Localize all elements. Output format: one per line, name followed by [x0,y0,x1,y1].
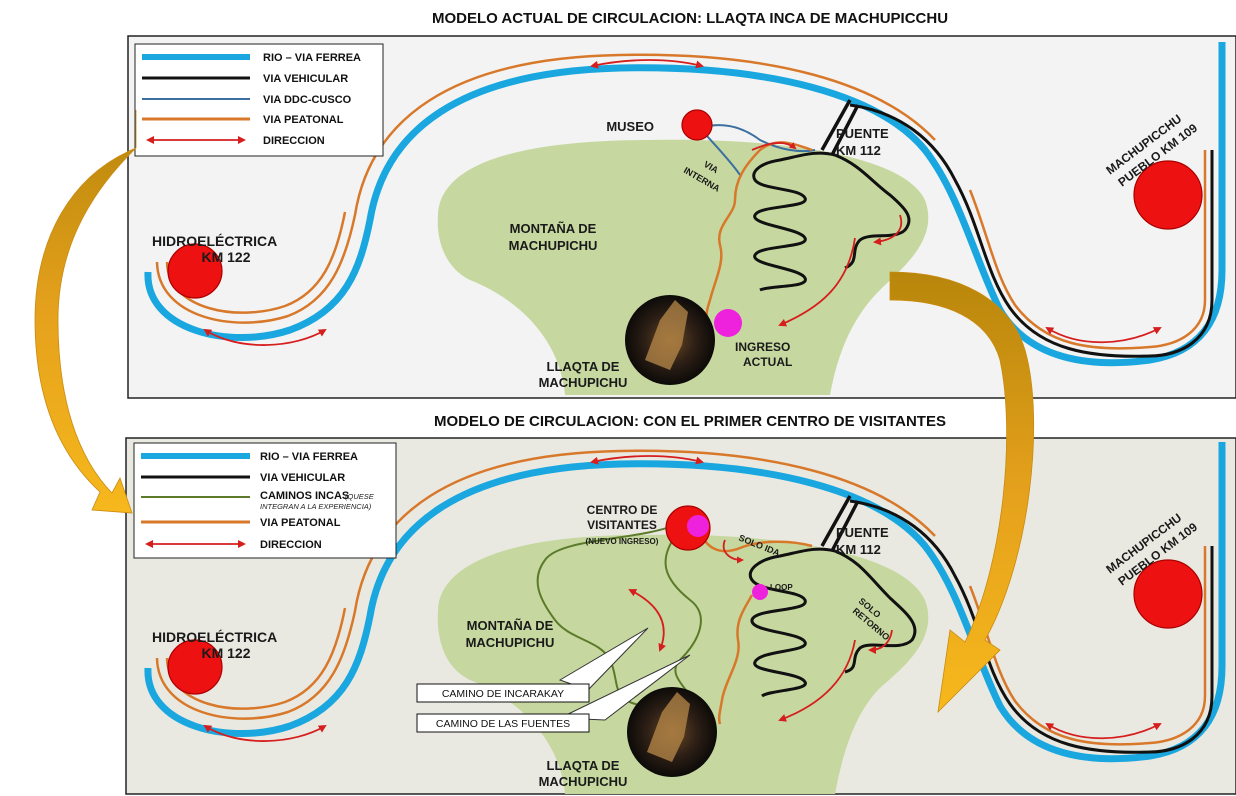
gold-transition-arrow-right [889,271,1035,714]
gold-transition-arrow-left [34,110,137,514]
bottom-montana-label-2: MACHUPICHU [466,635,555,650]
top-pedestrian-path [705,141,813,323]
bottom-switchback [748,547,917,698]
top-vehicular-right [849,103,1214,358]
top-km112-label: KM 112 [836,143,881,158]
bottom-legend: RIO – VIA FERREA VIA VEHICULAR CAMINOS I… [133,442,397,559]
top-hidroelectrica-station [167,243,223,299]
bottom-km112-label: KM 112 [836,542,881,557]
bottom-loop-label: LOOP [770,583,793,592]
bottom-loop-marker [752,584,768,600]
top-puente-label: PUENTE [836,126,889,141]
bottom-centro-label-2: VISITANTES [587,518,657,532]
bottom-direction-arrow-trail [628,589,666,652]
bottom-puente-label: PUENTE [836,525,889,540]
top-mountain [437,139,929,395]
bottom-llaqta-peak [647,692,690,762]
top-panel-title: MODELO ACTUAL DE CIRCULACION: LLAQTA INC… [432,10,948,27]
top-legend-label-1: VIA VEHICULAR [263,73,348,85]
top-machupicchu-pueblo-station [1133,160,1203,230]
top-legend-label-3: VIA PEATONAL [263,114,344,126]
top-ingreso-label-2: ACTUAL [743,355,792,369]
bottom-river [144,442,1226,763]
top-direction-arrow-switch1 [873,214,903,246]
top-direction-arrow-left [203,328,327,346]
bottom-centro-label-1: CENTRO DE [587,503,658,517]
top-llaqta-label-1: LLAQTA DE [547,359,620,374]
bottom-callout-fuentes-box [416,713,590,733]
bottom-direction-arrow-switch [778,639,856,722]
bottom-legend-label-2: CAMINOS INCAS [260,490,349,502]
top-legend-label-0: RIO – VIA FERREA [263,52,361,64]
top-museo-marker [681,109,713,141]
top-montana-label-2: MACHUPICHU [509,238,598,253]
top-legend: RIO – VIA FERREA VIA VEHICULAR VIA DDC-C… [134,43,384,157]
bottom-hidro-label-2: KM 122 [201,645,250,661]
bottom-direction-arrow-top [590,455,704,465]
top-llaqta-peak [645,300,688,370]
bottom-direction-arrow-solo-ida [722,539,744,564]
top-switchback [752,151,911,292]
top-hidro-label-1: HIDROELÉCTRICA [152,233,277,249]
bottom-callout-incarakay-box [416,683,590,703]
bottom-centro-entry-marker [687,515,709,537]
bottom-legend-note-2: INTEGRAN A LA EXPERIENCIA) [260,502,372,511]
top-direction-arrow-right [1045,326,1162,344]
top-direction-arrow-museo [751,142,797,151]
top-hidro-label-2: KM 122 [201,249,250,265]
bottom-llaqta-label-2: MACHUPICHU [539,774,628,789]
top-river [144,42,1226,367]
top-direction-arrow-top [590,59,704,69]
top-pedestrian-outer-right [968,150,1207,350]
top-legend-label-2: VIA DDC-CUSCO [263,94,352,106]
top-ingreso-label-1: INGRESO [735,340,790,354]
bottom-callout-fuentes-text: CAMINO DE LAS FUENTES [436,718,570,730]
bottom-legend-label-1: VIA VEHICULAR [260,472,345,484]
bottom-centro-label-3: (NUEVO INGRESO) [586,537,659,546]
top-montana-label-1: MONTAÑA DE [510,221,597,236]
top-panel: MODELO ACTUAL DE CIRCULACION: LLAQTA INC… [127,10,1236,399]
top-bridge [820,99,860,156]
bottom-vehicular-right [849,499,1214,754]
bottom-machupicchu-pueblo-station [1133,559,1203,629]
bottom-bridge [820,495,860,552]
bottom-legend-label-3: VIA PEATONAL [260,517,341,529]
bottom-callout-incarakay-text: CAMINO DE INCARAKAY [442,688,564,700]
top-direction-arrow-switch2 [778,237,856,327]
bottom-direction-arrow-right [1045,722,1162,740]
bottom-hidroelectrica-station [167,639,223,695]
bottom-direction-arrow-left [203,724,327,742]
bottom-pedestrian-path [698,529,813,725]
bottom-hidro-label-1: HIDROELÉCTRICA [152,629,277,645]
bottom-direction-arrow-retorno [868,629,893,654]
top-museo-label: MUSEO [606,119,654,134]
bottom-legend-label-4: DIRECCION [260,539,322,551]
bottom-inca-trail-2 [664,529,702,711]
bottom-panel: MODELO DE CIRCULACION: CON EL PRIMER CEN… [125,413,1236,795]
top-legend-label-4: DIRECCION [263,135,325,147]
top-llaqta-label-2: MACHUPICHU [539,375,628,390]
bottom-montana-label-1: MONTAÑA DE [467,618,554,633]
bottom-panel-title: MODELO DE CIRCULACION: CON EL PRIMER CEN… [434,413,946,430]
bottom-legend-note-1: (QUESE [345,492,375,501]
bottom-legend-label-0: RIO – VIA FERREA [260,451,358,463]
top-ingreso-marker [714,309,742,337]
bottom-llaqta-label-1: LLAQTA DE [547,758,620,773]
